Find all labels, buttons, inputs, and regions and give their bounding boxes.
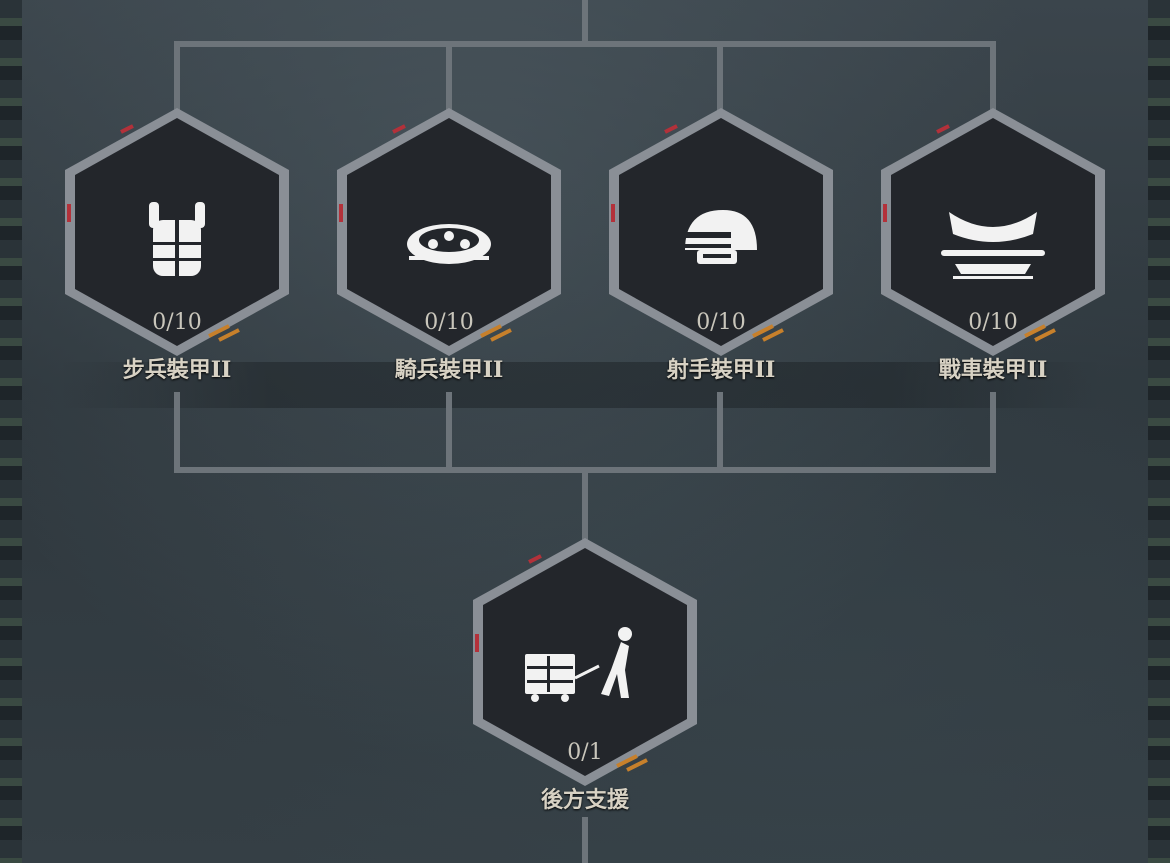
- hex-frame: [609, 108, 833, 356]
- talent-node-cavalry-armor[interactable]: 0/10 騎兵裝甲II: [329, 104, 569, 404]
- left-map-edge: [0, 0, 22, 863]
- right-map-edge: [1148, 0, 1170, 863]
- talent-level: 0/10: [424, 310, 474, 335]
- talent-name: 後方支援: [540, 787, 629, 813]
- talent-level: 0/10: [696, 310, 746, 335]
- talent-name: 戰車裝甲II: [938, 357, 1048, 383]
- hex-frame: [337, 108, 561, 356]
- helmet-icon: [685, 210, 757, 264]
- talent-node-rear-support[interactable]: 0/1 後方支援: [465, 534, 705, 834]
- talent-node-archer-armor[interactable]: 0/10 射手裝甲II: [601, 104, 841, 404]
- label-band: [60, 362, 1100, 408]
- talent-node-chariot-armor[interactable]: 0/10 戰車裝甲II: [873, 104, 1113, 404]
- talent-name: 射手裝甲II: [666, 357, 776, 383]
- talent-node-infantry-armor[interactable]: 0/10 步兵裝甲II: [57, 104, 297, 404]
- talent-name: 騎兵裝甲II: [394, 357, 504, 383]
- talent-level: 0/10: [152, 310, 202, 335]
- barding-shield-icon: [407, 224, 491, 264]
- hex-frame: [473, 538, 697, 786]
- talent-level: 0/1: [567, 740, 603, 765]
- cart-puller-icon: [525, 627, 632, 702]
- talent-level: 0/10: [968, 310, 1018, 335]
- talent-name: 步兵裝甲II: [122, 357, 232, 383]
- chariot-plate-icon: [941, 212, 1045, 279]
- hex-frame: [65, 108, 289, 356]
- hex-frame: [881, 108, 1105, 356]
- armor-vest-icon: [149, 202, 205, 276]
